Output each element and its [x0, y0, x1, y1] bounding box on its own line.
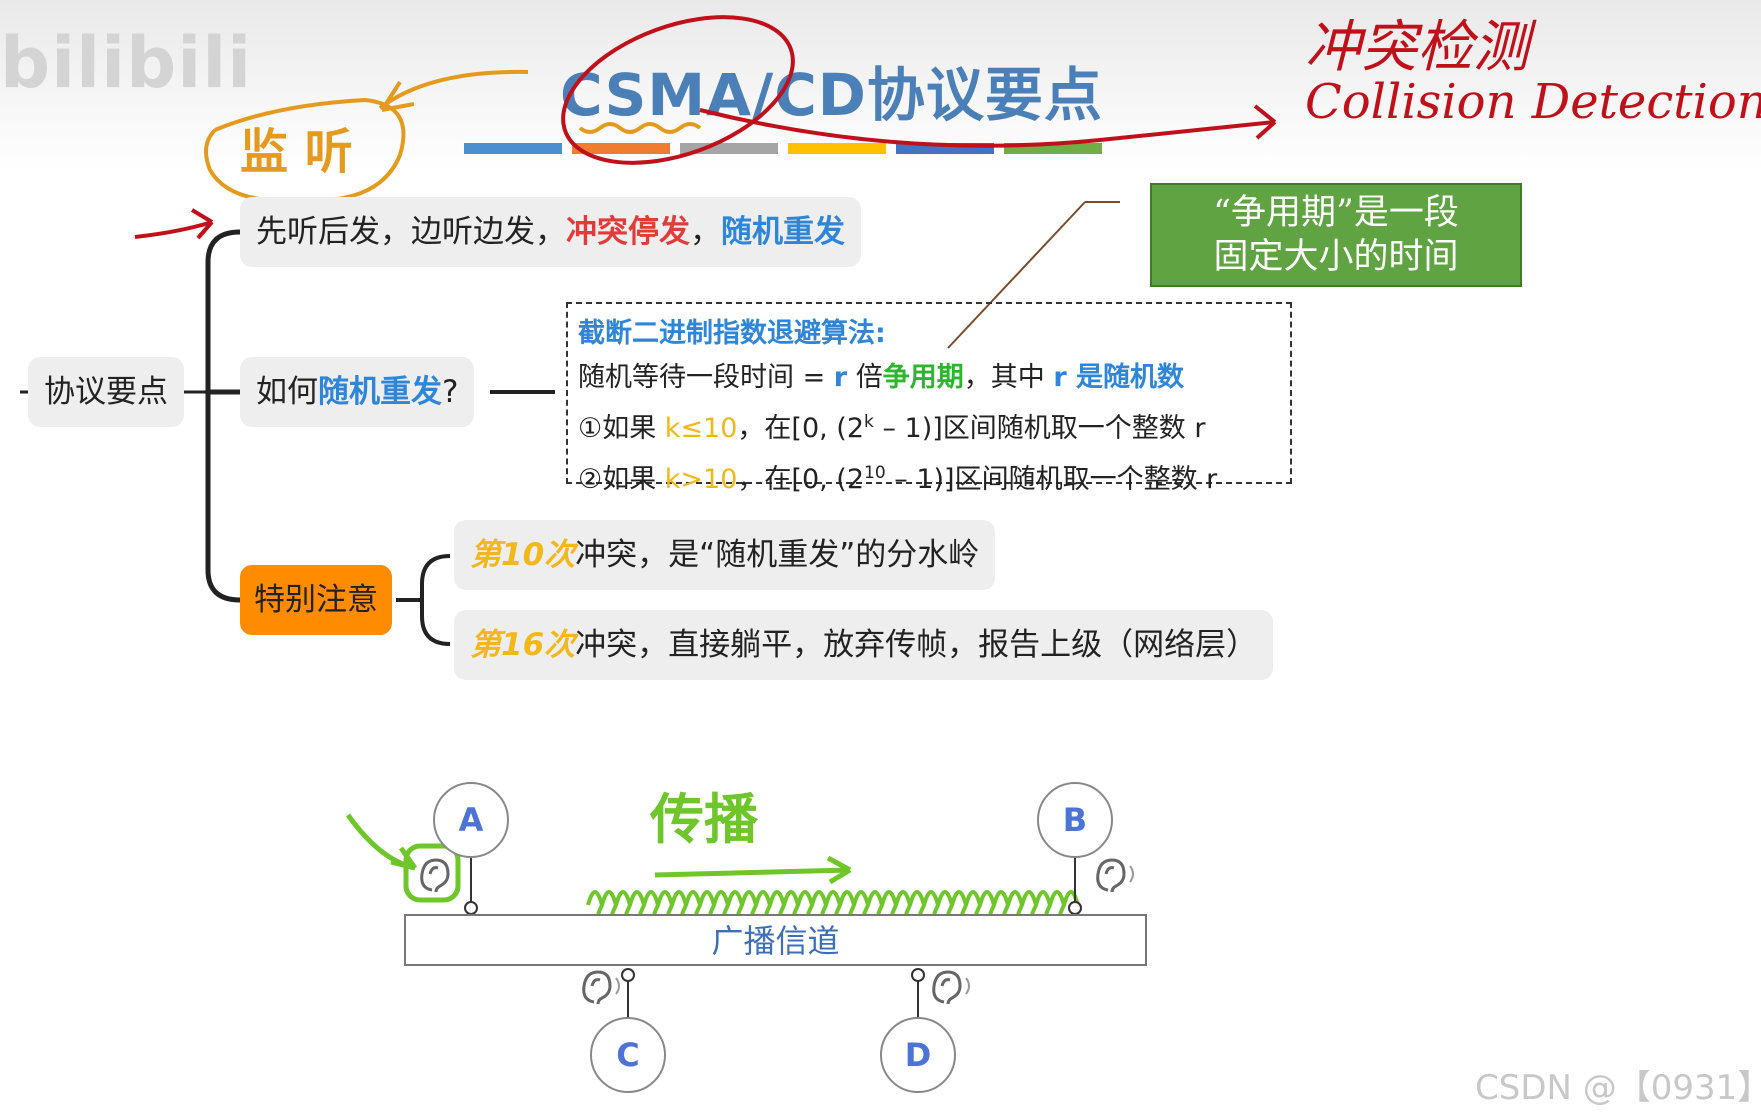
- ear-icon: [582, 970, 620, 1005]
- algo-l3-exp: 10: [864, 463, 886, 483]
- algo-l1-c: ，其中: [963, 362, 1054, 393]
- title-rest: /CD协议要点: [752, 61, 1103, 129]
- algorithm-line1: 随机等待一段时间 = r 倍争用期，其中 r 是随机数: [578, 356, 1280, 400]
- title-color-bar: [896, 143, 994, 154]
- algo-l3-b: ，在[0, (2: [737, 464, 865, 495]
- note1-count: 第10次: [470, 537, 576, 573]
- algo-l1-b: 倍: [847, 362, 883, 393]
- algo-l1-r: r: [833, 362, 848, 393]
- branch1-comma: ，: [690, 214, 721, 250]
- station-a: A: [433, 782, 509, 858]
- algo-l3-a: ②如果: [578, 464, 665, 495]
- ear-icon: [420, 858, 450, 893]
- station-c: C: [590, 1017, 666, 1093]
- page-title: CSMA/CD协议要点: [560, 48, 1103, 132]
- handwriting-collision-cn: 冲突检测: [1305, 15, 1529, 80]
- station-b: B: [1037, 782, 1113, 858]
- title-color-bar: [788, 143, 886, 154]
- algorithm-heading: 截断二进制指数退避算法:: [578, 318, 886, 349]
- handwriting-collision-en: Collision Detection: [1305, 74, 1761, 130]
- bilibili-watermark: bilibili: [0, 22, 253, 104]
- branch1-text: 先听后发，边听边发，: [256, 214, 566, 250]
- branch2-prefix: 如何: [256, 374, 318, 410]
- branch2-suffix: ?: [442, 374, 459, 410]
- handwriting-propagate: 传播: [650, 787, 758, 851]
- algo-contention-period: 争用期: [882, 362, 964, 393]
- handwriting-listen: 监 听: [240, 124, 353, 180]
- csdn-credit: CSDN @【0931】: [1475, 1068, 1761, 1108]
- branch-listen-send: 先听后发，边听边发，冲突停发，随机重发: [240, 197, 861, 267]
- title-color-bar: [572, 143, 670, 154]
- title-color-bar: [680, 143, 778, 154]
- algo-l1-r2: r: [1053, 362, 1067, 393]
- algorithm-line3: ②如果 k>10，在[0, (210 – 1)]区间随机取一个整数 r: [578, 451, 1280, 502]
- broadcast-channel: 广播信道: [404, 914, 1147, 966]
- branch1-random-resend: 随机重发: [721, 214, 845, 250]
- ear-icon: [1096, 858, 1134, 893]
- title-color-bar: [464, 143, 562, 154]
- note2-text: 冲突，直接躺平，放弃传帧，报告上级（网络层）: [575, 627, 1258, 663]
- backoff-algorithm-box: 截断二进制指数退避算法: 随机等待一段时间 = r 倍争用期，其中 r 是随机数…: [566, 302, 1292, 495]
- branch-special-note: 特别注意: [240, 565, 392, 635]
- root-node: 协议要点: [28, 357, 184, 427]
- algo-l2-c: – 1)]区间随机取一个整数 r: [873, 413, 1206, 444]
- branch-how-resend: 如何随机重发?: [240, 357, 475, 427]
- callout-line2: 固定大小的时间: [1213, 237, 1459, 277]
- algo-l2-a: ①如果: [578, 413, 665, 444]
- algo-l2-b: ，在[0, (2: [737, 413, 865, 444]
- branch1-collision-stop: 冲突停发: [566, 214, 690, 250]
- note-10th-collision: 第10次冲突，是“随机重发”的分水岭: [454, 520, 996, 590]
- note1-text: 冲突，是“随机重发”的分水岭: [575, 537, 980, 573]
- contention-period-callout: “争用期”是一段 固定大小的时间: [1150, 183, 1522, 287]
- algo-l2-exp: k: [864, 412, 874, 432]
- ear-icon: [932, 970, 970, 1005]
- algo-l3-c: – 1)]区间随机取一个整数 r: [885, 464, 1218, 495]
- title-color-bar: [1004, 143, 1102, 154]
- note-16th-collision: 第16次冲突，直接躺平，放弃传帧，报告上级（网络层）: [454, 610, 1274, 680]
- algo-l1-d: 是随机数: [1066, 362, 1185, 393]
- note2-count: 第16次: [470, 627, 576, 663]
- algo-l3-cond: k>10: [664, 464, 738, 495]
- channel-label: 广播信道: [711, 922, 840, 960]
- station-d: D: [880, 1017, 956, 1093]
- branch2-random-resend: 随机重发: [318, 374, 442, 410]
- title-csma: CSMA: [560, 61, 753, 129]
- algo-l2-cond: k≤10: [664, 413, 738, 444]
- callout-line1: “争用期”是一段: [1213, 193, 1459, 233]
- algorithm-line2: ①如果 k≤10，在[0, (2k – 1)]区间随机取一个整数 r: [578, 400, 1280, 451]
- algo-l1-a: 随机等待一段时间 =: [578, 362, 834, 393]
